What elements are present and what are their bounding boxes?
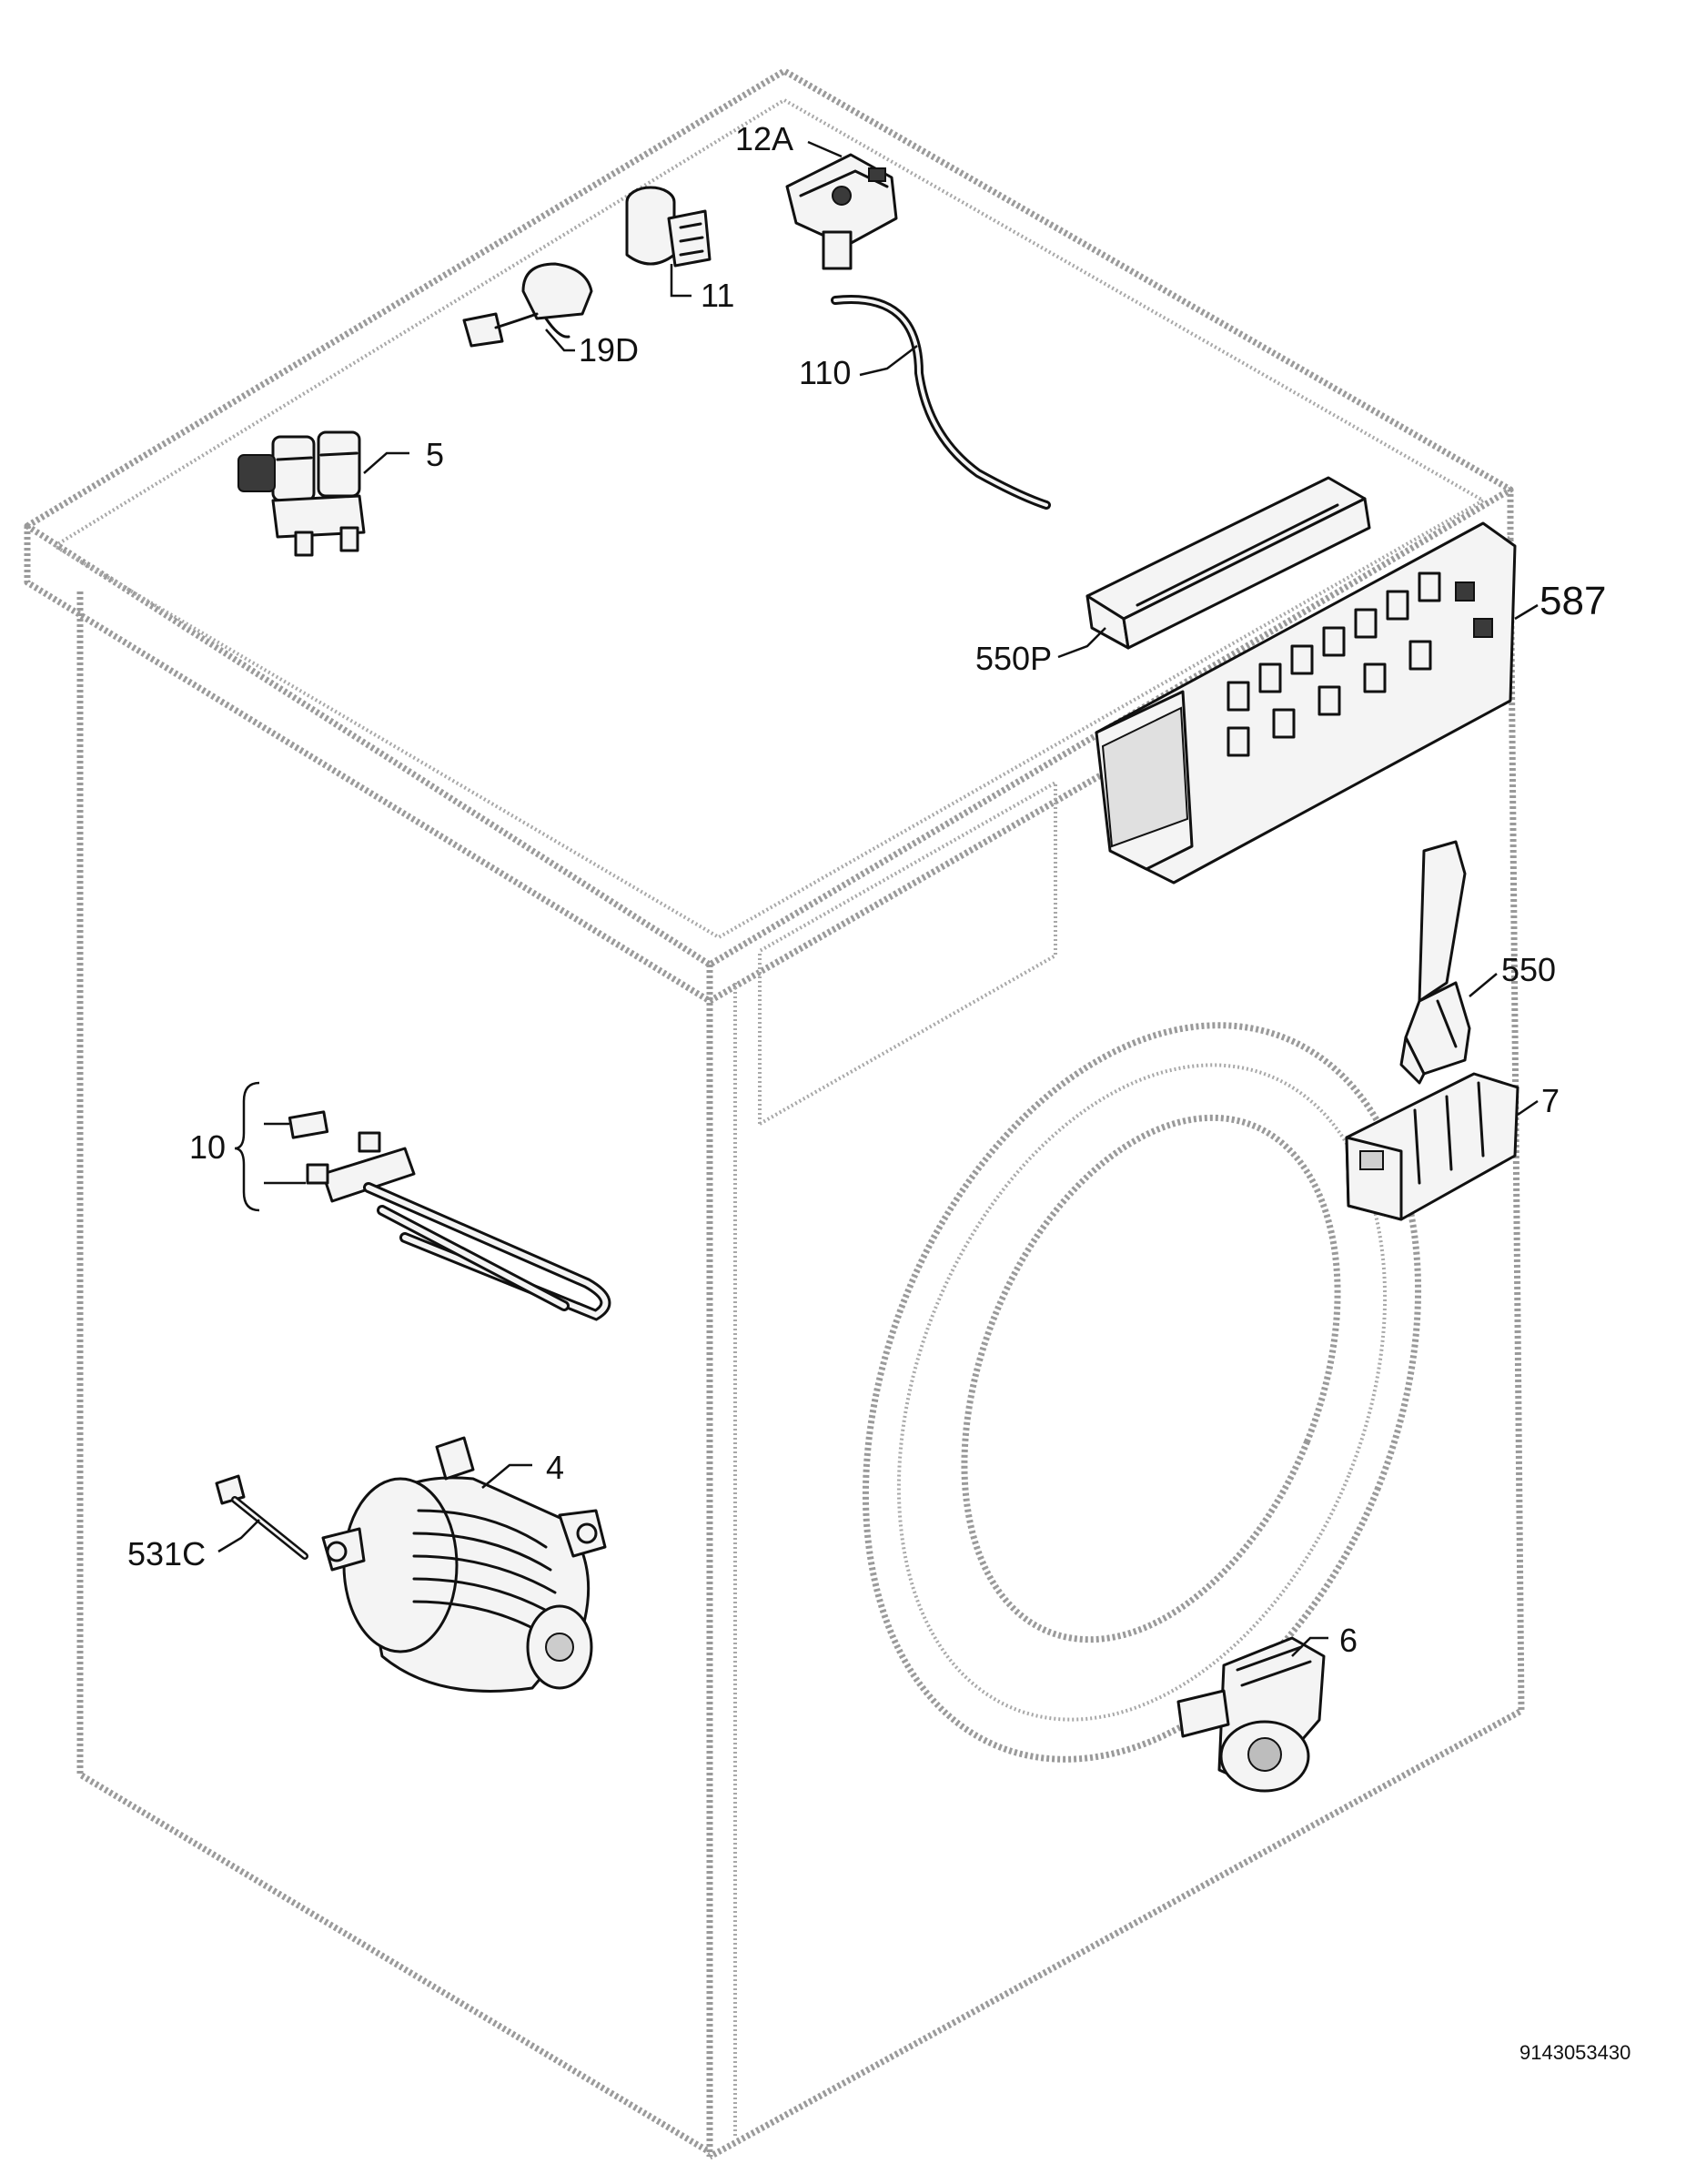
- callout-550: 550: [1469, 951, 1556, 997]
- callout-4: 4: [481, 1449, 564, 1489]
- machine-cabinet: [24, 67, 1525, 2160]
- callout-6: 6: [1291, 1622, 1358, 1659]
- heating-element-10[interactable]: [288, 1110, 611, 1321]
- label-6: 6: [1339, 1622, 1358, 1659]
- inlet-valve-5[interactable]: [237, 430, 366, 557]
- drain-pump-6[interactable]: [1176, 1636, 1326, 1793]
- label-5: 5: [426, 436, 444, 473]
- callout-12a: 12A: [735, 120, 843, 158]
- screw-531c[interactable]: [215, 1474, 308, 1560]
- callout-531c: 531C: [127, 1519, 260, 1572]
- callout-10: 10: [189, 1081, 306, 1212]
- callout-19d: 19D: [545, 329, 639, 369]
- callout-550p: 550P: [975, 627, 1106, 677]
- suppressor-11[interactable]: [625, 186, 712, 268]
- label-531c: 531C: [127, 1535, 206, 1572]
- callout-7: 7: [1517, 1082, 1560, 1119]
- circuit-components: [1227, 571, 1493, 757]
- label-11: 11: [701, 277, 734, 314]
- door-interlock-7[interactable]: [1345, 1072, 1519, 1221]
- hose-110[interactable]: [831, 295, 1051, 510]
- label-7: 7: [1541, 1082, 1560, 1119]
- callout-587: 587: [1514, 579, 1606, 623]
- label-19d: 19D: [579, 331, 639, 369]
- label-110: 110: [799, 354, 851, 391]
- sensor-19d[interactable]: [462, 262, 593, 348]
- pressure-switch-12a[interactable]: [785, 153, 898, 270]
- electronic-module-587[interactable]: [1095, 521, 1517, 885]
- label-587: 587: [1540, 579, 1606, 623]
- label-550: 550: [1501, 951, 1556, 988]
- callout-11: 11: [670, 264, 734, 314]
- label-4: 4: [546, 1449, 564, 1486]
- label-10: 10: [189, 1128, 226, 1166]
- callout-5: 5: [363, 436, 444, 474]
- callout-110: 110: [799, 345, 918, 391]
- door-handle-550[interactable]: [1399, 840, 1471, 1085]
- label-550p: 550P: [975, 640, 1052, 677]
- label-12a: 12A: [735, 120, 793, 157]
- motor-4[interactable]: [321, 1436, 607, 1693]
- dispenser-panel-550p[interactable]: [1085, 476, 1371, 650]
- document-number: 9143053430: [1519, 2041, 1630, 2064]
